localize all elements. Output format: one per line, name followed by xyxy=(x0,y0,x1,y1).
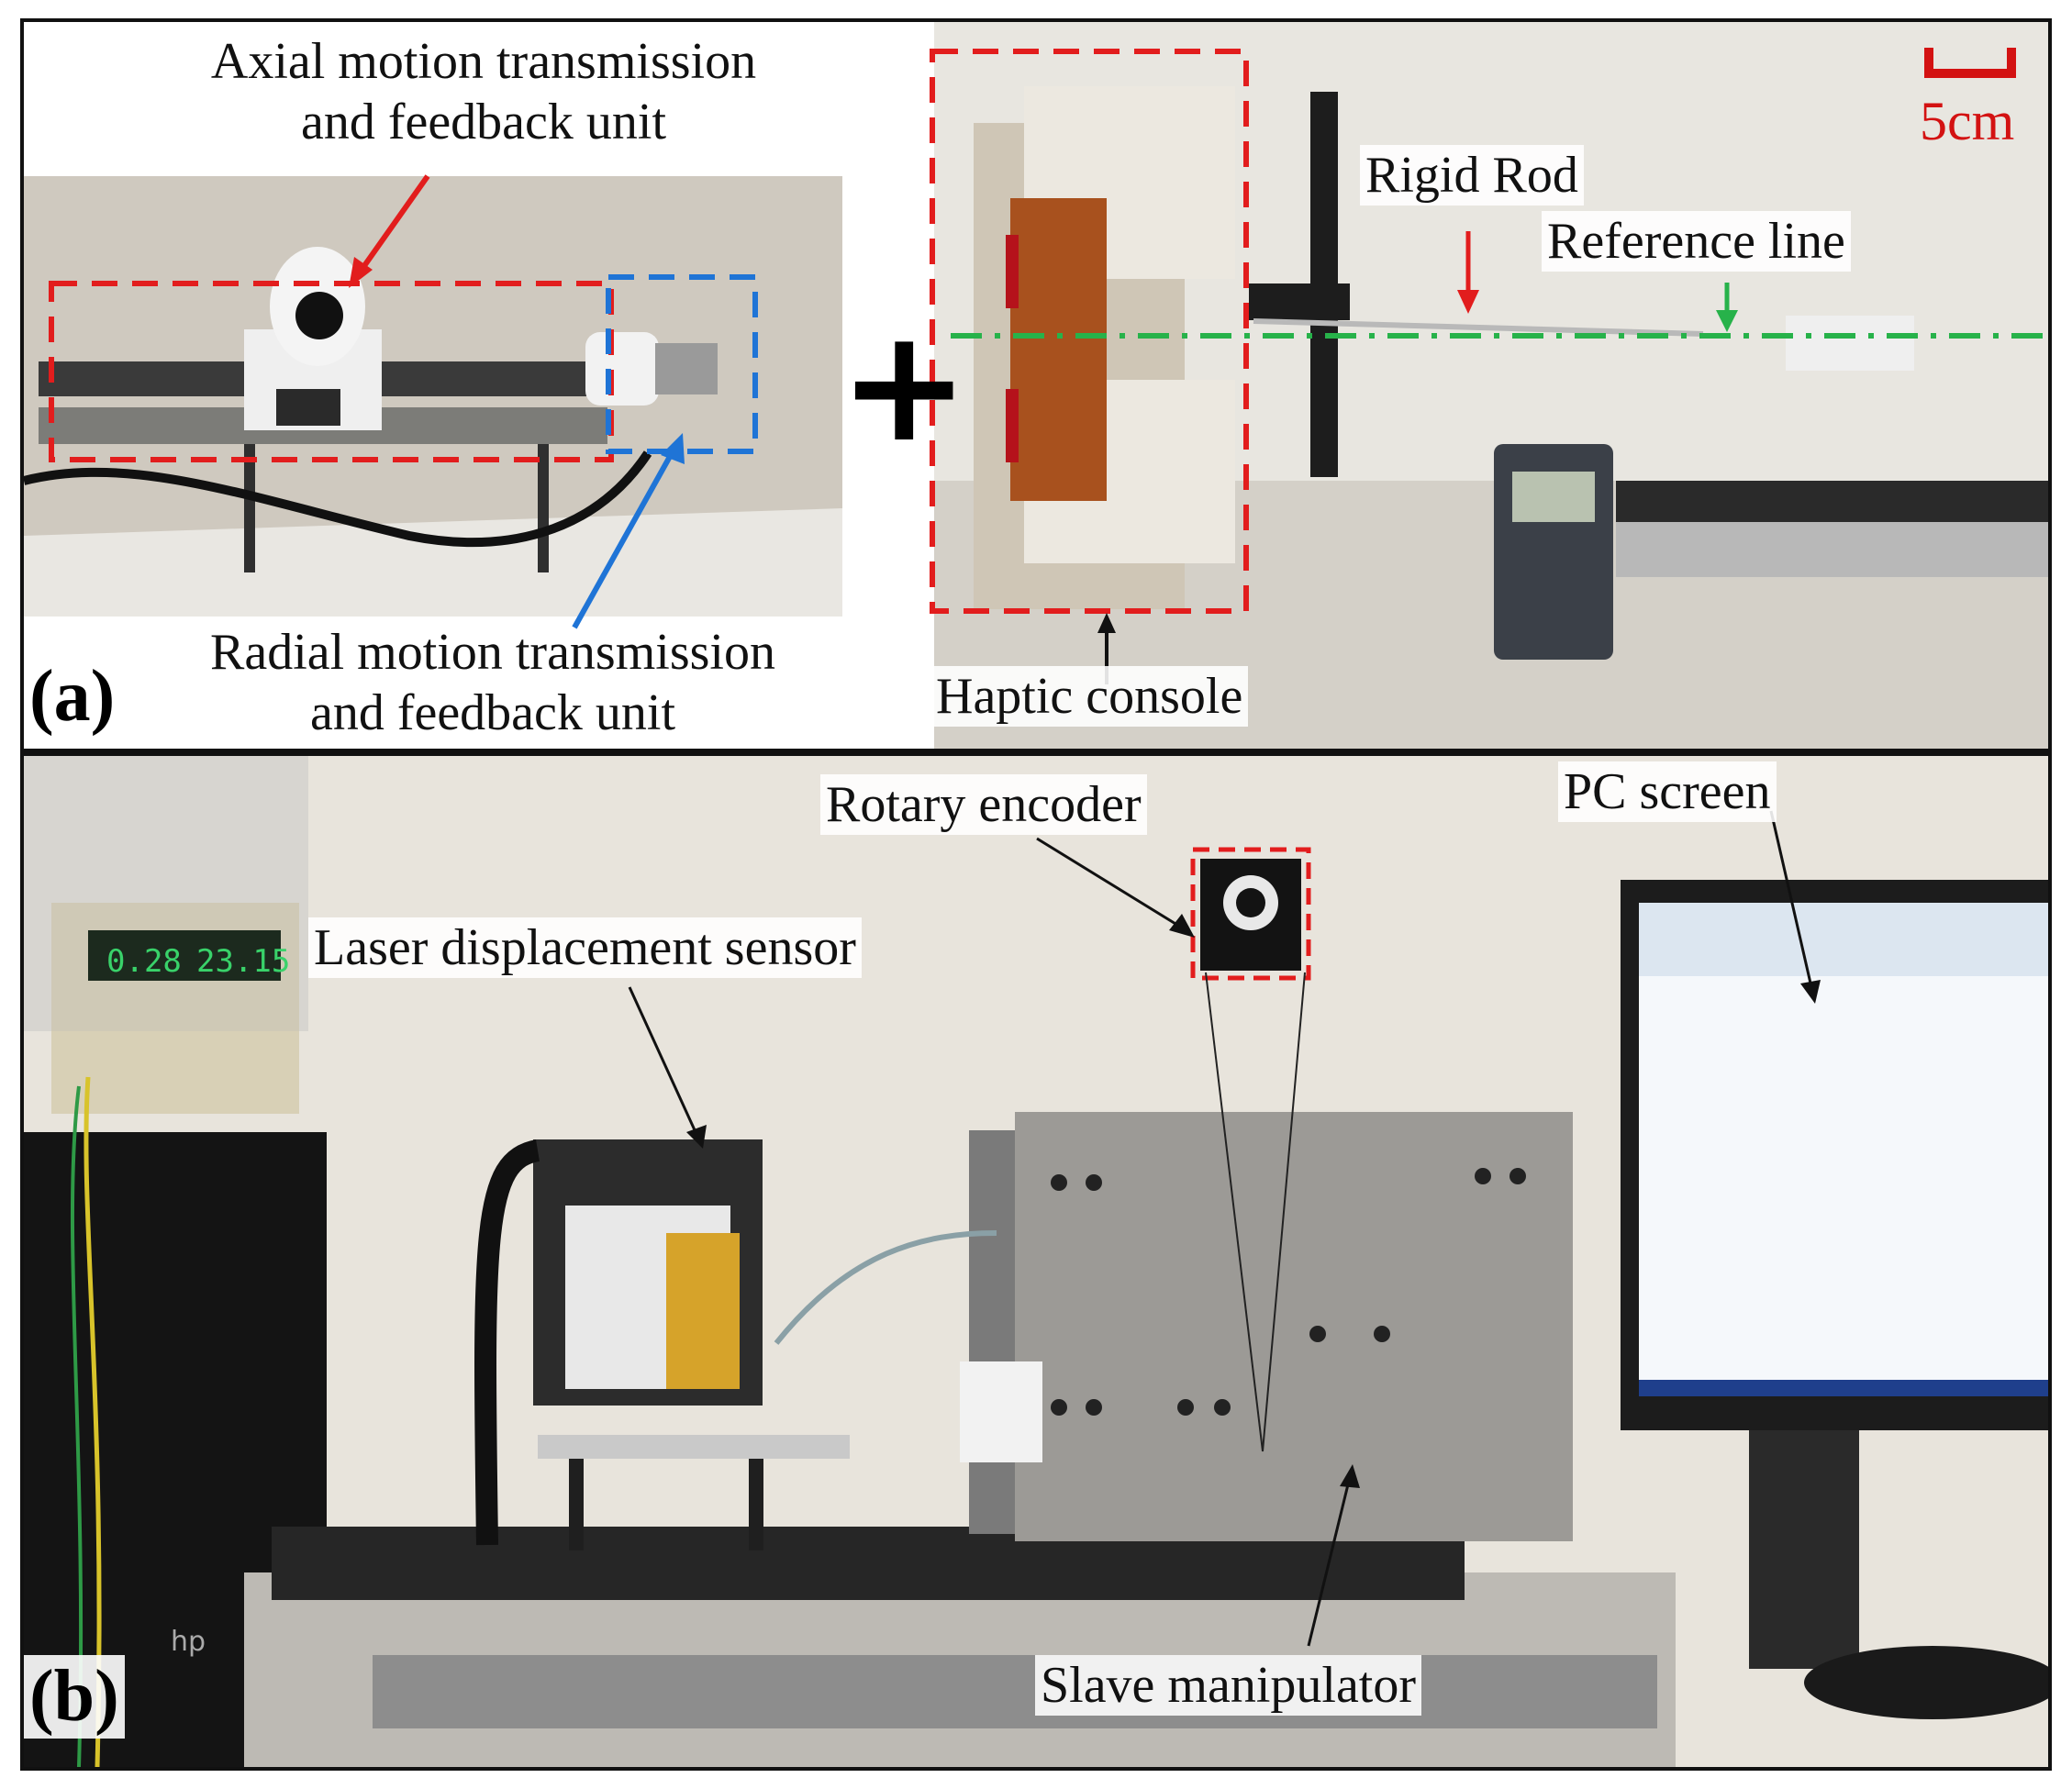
scale-bar-label: 5cm xyxy=(1920,91,2015,151)
leg-2 xyxy=(538,444,549,572)
yellow-wire xyxy=(84,1076,102,1767)
psu-readout-right: 23.15 xyxy=(196,943,290,980)
force-meter-display xyxy=(1512,472,1595,522)
rigid-rod-arrow-head xyxy=(1457,290,1479,314)
aluminum-rail xyxy=(373,1655,1657,1728)
radial-unit-label: Radial motion transmission and feedback … xyxy=(125,622,861,743)
right-rail xyxy=(1616,481,2048,522)
plate-hole xyxy=(1374,1326,1390,1342)
carriage-holes xyxy=(276,389,340,426)
radial-label-line-1: Radial motion transmission xyxy=(210,624,775,681)
screen-taskbar xyxy=(1639,1380,2048,1396)
monitor-base xyxy=(1804,1646,2048,1719)
panel-b-letter: (b) xyxy=(24,1655,125,1739)
right-rail-base xyxy=(1616,522,2048,577)
power-supply-display xyxy=(88,930,281,981)
sensor-cable xyxy=(474,1139,540,1546)
axial-unit-knob xyxy=(295,292,343,339)
pc-arrow-head xyxy=(1800,980,1821,1004)
panel-a: + Axial motion transmission and feedback… xyxy=(24,22,2048,749)
encoder-dashed-box xyxy=(1190,847,1311,981)
encoder-pointer-line-2 xyxy=(1262,972,1306,1452)
laser-arrow-head xyxy=(686,1125,707,1149)
plate-hole xyxy=(1214,1399,1231,1416)
slider-block xyxy=(1786,316,1914,371)
pc-brand-logo: hp xyxy=(171,1626,206,1658)
axial-label-line-2: and feedback unit xyxy=(300,94,667,151)
radial-arrow-head xyxy=(661,433,685,464)
laser-sensor-label-text: Laser displacement sensor xyxy=(308,917,862,979)
console-connector-1 xyxy=(1006,235,1019,308)
plate-hole xyxy=(1309,1326,1326,1342)
plate-hole xyxy=(1509,1168,1526,1184)
encoder-hole-icon xyxy=(1236,888,1265,917)
slave-manipulator-label: Slave manipulator xyxy=(1035,1655,1422,1717)
pc-arrow-line xyxy=(1769,810,1813,988)
plus-sign: + xyxy=(839,295,970,477)
rigid-rod-label: Rigid Rod xyxy=(1360,145,1584,206)
power-supply-lower xyxy=(51,1031,299,1114)
axial-arrow-line xyxy=(359,174,430,272)
psu-readout-left: 0.28 xyxy=(106,943,182,980)
green-wire xyxy=(70,1085,84,1767)
haptic-dashed-box xyxy=(930,49,1249,614)
console-circuit-board xyxy=(1010,198,1107,501)
plate-hole xyxy=(1051,1174,1067,1191)
encoder-pointer-line-1 xyxy=(1205,972,1264,1452)
haptic-arrow-head xyxy=(1097,613,1116,633)
rigid-rod-line xyxy=(1253,318,1704,337)
laser-arrow-line xyxy=(628,986,697,1133)
plate-hole xyxy=(1051,1399,1067,1416)
scale-bar-icon xyxy=(1924,48,2016,78)
reference-arrow-head xyxy=(1716,310,1738,332)
flexible-rod xyxy=(774,1230,997,1345)
leg-1 xyxy=(244,444,255,572)
sensor-post-1 xyxy=(569,1459,584,1550)
haptic-console-label: Haptic console xyxy=(930,666,1249,728)
radial-label-line-2: and feedback unit xyxy=(309,684,676,742)
plate-hole xyxy=(1177,1399,1194,1416)
plate-hole xyxy=(1086,1399,1102,1416)
slave-arrow-head xyxy=(1340,1464,1360,1488)
plate-hole xyxy=(1086,1174,1102,1191)
panel-b-frame xyxy=(20,752,2052,1771)
radial-arrow-line xyxy=(572,451,674,629)
radial-unit-body xyxy=(585,332,659,406)
left-photo-table xyxy=(24,508,842,617)
laser-sensor-warning xyxy=(666,1233,740,1389)
cable xyxy=(24,450,652,548)
monitor-stand xyxy=(1749,1430,1859,1669)
radial-unit-shaft xyxy=(655,343,718,394)
console-connector-2 xyxy=(1006,389,1019,462)
pc-screen-label: PC screen xyxy=(1558,761,1777,823)
panel-a-letter: (a) xyxy=(24,655,121,739)
panel-a-photo xyxy=(24,22,2048,749)
encoder-arrow-head xyxy=(1169,914,1195,938)
panel-a-frame xyxy=(20,18,2052,752)
panel-b-photo: 0.28 23.15 hp xyxy=(24,756,2048,1767)
target-block xyxy=(960,1361,1042,1462)
axial-label-line-1: Axial motion transmission xyxy=(210,33,757,90)
axial-arrow-head xyxy=(349,257,373,288)
monitor-screen xyxy=(1639,903,2048,1394)
stand-clamp xyxy=(1249,283,1350,320)
encoder-arrow-line xyxy=(1036,837,1181,928)
sensor-plate xyxy=(538,1435,850,1459)
slave-arrow-line xyxy=(1307,1480,1351,1647)
axial-unit-label: Axial motion transmission and feedback u… xyxy=(125,31,842,152)
rotary-encoder-label: Rotary encoder xyxy=(820,774,1147,836)
plate-hole xyxy=(1475,1168,1491,1184)
panel-b: 0.28 23.15 hp xyxy=(24,756,2048,1767)
reference-line-label: Reference line xyxy=(1542,211,1851,272)
sensor-post-2 xyxy=(749,1459,763,1550)
screen-ribbon xyxy=(1639,903,2048,976)
